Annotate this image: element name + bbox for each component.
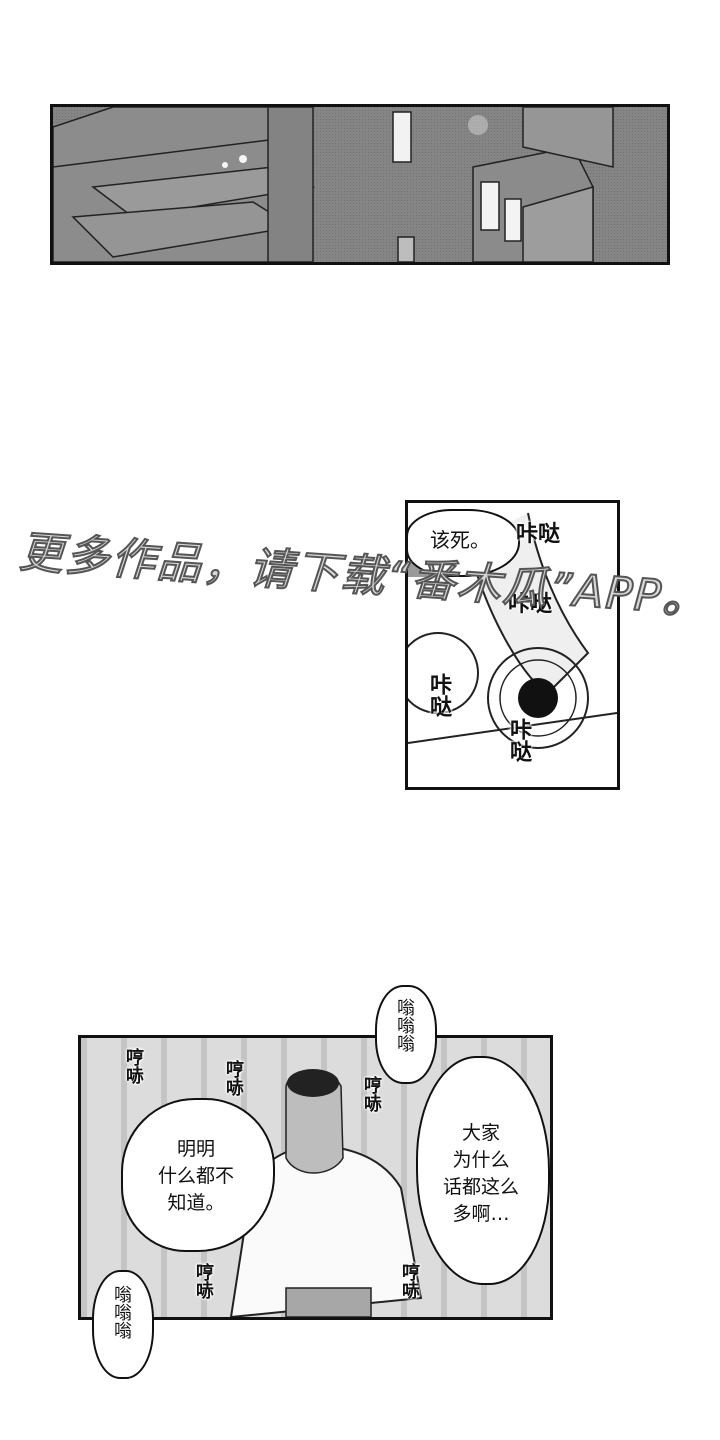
speech-bubble xyxy=(408,509,520,577)
sfx-whisper-5: 哼哧 xyxy=(399,1263,420,1299)
sfx-click-2: 咔哒 xyxy=(508,592,553,617)
speech-bubble-left xyxy=(121,1098,275,1252)
sfx-buzz-top: 嗡嗡嗡 xyxy=(394,998,415,1052)
speech-why-everyone-talks: 大家 为什么 话都这么 多啊… xyxy=(442,1122,519,1225)
speech-bubble-right xyxy=(416,1056,550,1285)
speech-they-know-nothing: 明明 什么都不 知道。 xyxy=(157,1138,234,1214)
panel-door-handle: 该死。 咔哒 咔哒 咔哒 咔哒 xyxy=(405,500,620,790)
sfx-whisper-3: 哼哧 xyxy=(361,1076,382,1112)
buzz-bubble-top xyxy=(375,985,437,1084)
building-night-illustration xyxy=(53,107,667,262)
sfx-click-4: 咔哒 xyxy=(506,718,531,762)
panel-building-night xyxy=(50,104,670,265)
sfx-whisper-1: 哼哧 xyxy=(123,1048,144,1084)
speech-dammit: 该死。 xyxy=(430,528,490,552)
sfx-click-3: 咔哒 xyxy=(426,673,451,717)
sfx-click-1: 咔哒 xyxy=(516,522,561,547)
buzz-bubble-bottom xyxy=(92,1270,154,1379)
panel-whispers: 明明 什么都不 知道。 大家 为什么 话都这么 多啊… 哼哧 哼哧 哼哧 哼哧 … xyxy=(78,1035,553,1320)
sfx-whisper-4: 哼哧 xyxy=(193,1263,214,1299)
sfx-buzz-bottom: 嗡嗡嗡 xyxy=(111,1285,132,1339)
sfx-whisper-2: 哼哧 xyxy=(223,1060,244,1096)
